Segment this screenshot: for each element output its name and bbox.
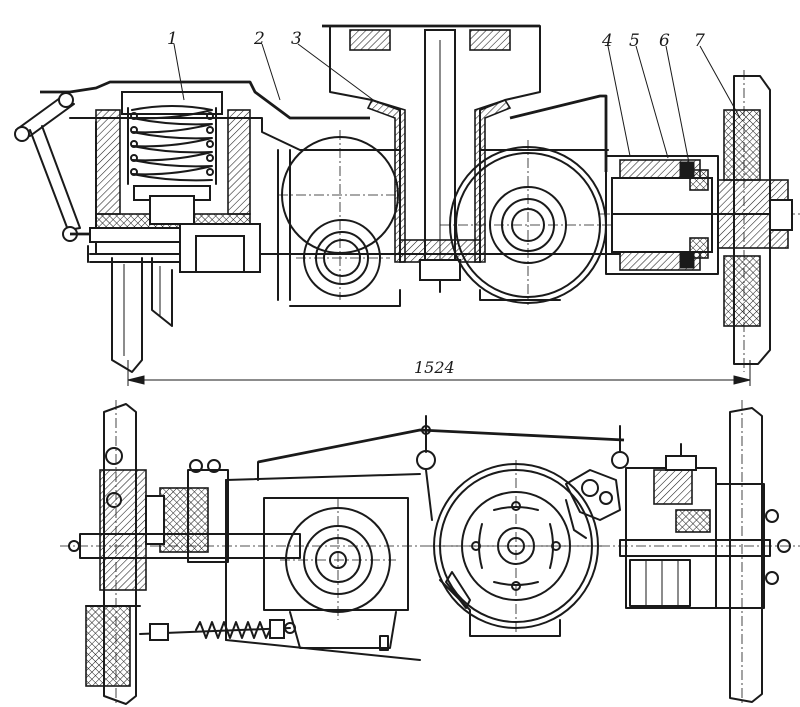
pinion-gear bbox=[277, 130, 400, 301]
left-spring-pads bbox=[145, 459, 229, 563]
callout-7: 7 bbox=[694, 31, 705, 51]
left-wheel-lower bbox=[85, 400, 147, 705]
right-wheel-upper bbox=[717, 70, 793, 372]
lower-view bbox=[60, 400, 800, 705]
right-axle-box bbox=[625, 443, 717, 609]
axle-box bbox=[600, 155, 800, 275]
coil-spring bbox=[127, 105, 217, 185]
left-wheel-upper bbox=[111, 257, 173, 373]
upper-view: 1 2 3 4 5 6 7 bbox=[14, 24, 800, 373]
track-gauge-dimension: 1524 bbox=[127, 358, 751, 386]
gear-case-cover bbox=[225, 415, 629, 661]
callout-5: 5 bbox=[629, 31, 640, 51]
suspension-arm bbox=[14, 92, 261, 273]
callout-6: 6 bbox=[659, 31, 670, 51]
pinion-housing bbox=[263, 497, 409, 651]
spring-assembly bbox=[95, 91, 251, 229]
right-wheel-lower bbox=[715, 400, 779, 704]
drive-gear bbox=[440, 140, 620, 305]
brake-rod bbox=[139, 619, 296, 641]
brake-mechanism bbox=[445, 469, 621, 609]
callout-1: 1 bbox=[167, 29, 178, 49]
callout-2: 2 bbox=[253, 29, 265, 49]
callout-4: 4 bbox=[601, 31, 613, 51]
dimension-value: 1524 bbox=[414, 358, 455, 377]
brake-drum bbox=[430, 460, 604, 637]
callout-leaders bbox=[173, 43, 741, 169]
central-vertical-housing bbox=[322, 24, 541, 293]
callout-3: 3 bbox=[291, 29, 302, 49]
